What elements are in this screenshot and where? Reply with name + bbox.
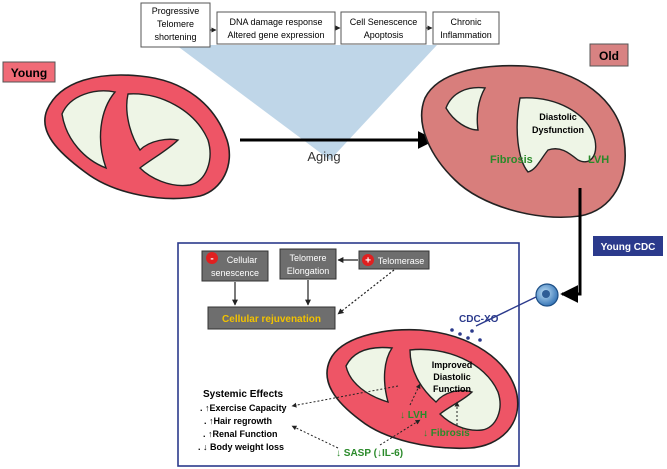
pathway-box-dna-line2: Altered gene expression — [227, 30, 324, 40]
pathway-box-senescence: Cell Senescence Apoptosis — [340, 11, 427, 45]
treated-fibrosis: ↓ Fibrosis — [423, 428, 470, 439]
treated-heart-cavity-right — [409, 348, 501, 431]
telomerase-label: Telomerase — [378, 256, 425, 266]
sasp-to-systemic-arrow — [291, 425, 339, 449]
young-label-text: Young — [11, 66, 47, 80]
young-heart-cavity-left — [61, 90, 117, 170]
pathway-box-inflammation-line1: Chronic — [450, 17, 482, 27]
telomere-line1: Telomere — [289, 253, 326, 263]
plus-sign-icon — [362, 254, 374, 266]
systemic-effect-4: . ↓ Body weight loss — [198, 442, 284, 452]
pathway-box-telomere-line3: shortening — [154, 32, 196, 42]
treated-improved-line3: Function — [433, 384, 471, 394]
heart-to-systemic-arrow — [291, 385, 399, 408]
telomerase-sign: + — [365, 256, 371, 267]
systemic-effect-1: . ↑Exercise Capacity — [200, 403, 287, 413]
telomere-line2: Elongation — [287, 266, 330, 276]
rejuvenation-label: Cellular rejuvenation — [222, 314, 321, 325]
pathway-box-senescence-line2: Apoptosis — [364, 30, 404, 40]
senescence-line1: Cellular — [227, 255, 258, 265]
old-label: Old — [589, 43, 629, 67]
sasp-label: ↓ SASP (↓IL-6) — [336, 448, 403, 459]
young-heart-cavity-right — [126, 93, 211, 187]
systemic-effect-2: . ↑Hair regrowth — [204, 416, 272, 426]
treated-heart: Improved Diastolic Function ↓ LVH ↓ Fibr… — [326, 328, 519, 450]
young-heart — [44, 74, 231, 200]
pathway-funnel — [176, 45, 437, 160]
cdc-cell-icon — [535, 283, 559, 307]
pathway-box-inflammation-line2: Inflammation — [440, 30, 492, 40]
treatment-arrow — [560, 188, 582, 303]
aging-label: Aging — [307, 149, 340, 164]
cellular-senescence-box: - Cellular senescence — [201, 250, 269, 282]
telomerase-box: + Telomerase — [358, 250, 430, 270]
old-heart-cavity-left — [445, 86, 487, 131]
cdc-xo-label: CDC-XO — [459, 314, 499, 325]
old-heart-diastolic-line1: Diastolic — [539, 112, 577, 122]
minus-sign-icon — [206, 252, 218, 264]
old-heart-cavity-right — [516, 97, 597, 173]
pathway-box-telomere-line2: Telomere — [157, 19, 194, 29]
young-cdc-label: Young CDC — [593, 236, 663, 256]
systemic-effect-3: . ↑Renal Function — [203, 429, 278, 439]
systemic-effects-title: Systemic Effects — [203, 389, 283, 400]
pathway-box-senescence-line1: Cell Senescence — [350, 17, 418, 27]
cellular-rejuvenation-box: Cellular rejuvenation — [207, 306, 336, 330]
old-heart-lvh: LVH — [588, 154, 609, 166]
old-heart: Diastolic Dysfunction Fibrosis LVH — [420, 64, 626, 218]
treated-improved-line2: Diastolic — [433, 372, 471, 382]
old-heart-diastolic-line2: Dysfunction — [532, 125, 584, 135]
senescence-line2: senescence — [211, 268, 259, 278]
telomerase-to-rejuvenation-arrow — [337, 269, 395, 315]
treated-heart-cavity-left — [345, 346, 394, 404]
pathway-box-dna-damage: DNA damage response Altered gene express… — [216, 11, 336, 45]
telomere-elongation-box: Telomere Elongation — [279, 248, 337, 280]
treated-lvh: ↓ LVH — [400, 410, 427, 421]
young-label: Young — [2, 61, 56, 83]
senescence-sign: - — [210, 254, 213, 265]
pathway-box-dna-line1: DNA damage response — [229, 17, 322, 27]
pathway-box-telomere-line1: Progressive — [152, 6, 200, 16]
pathway-box-inflammation: Chronic Inflammation — [432, 11, 500, 45]
old-heart-fibrosis: Fibrosis — [490, 154, 533, 166]
pathway-box-telomere: Progressive Telomere shortening — [140, 2, 211, 48]
old-label-text: Old — [599, 49, 619, 63]
young-cdc-label-text: Young CDC — [601, 242, 656, 253]
cdc-to-heart-line — [475, 296, 537, 327]
treated-improved-line1: Improved — [432, 360, 473, 370]
treatment-panel — [177, 242, 520, 467]
